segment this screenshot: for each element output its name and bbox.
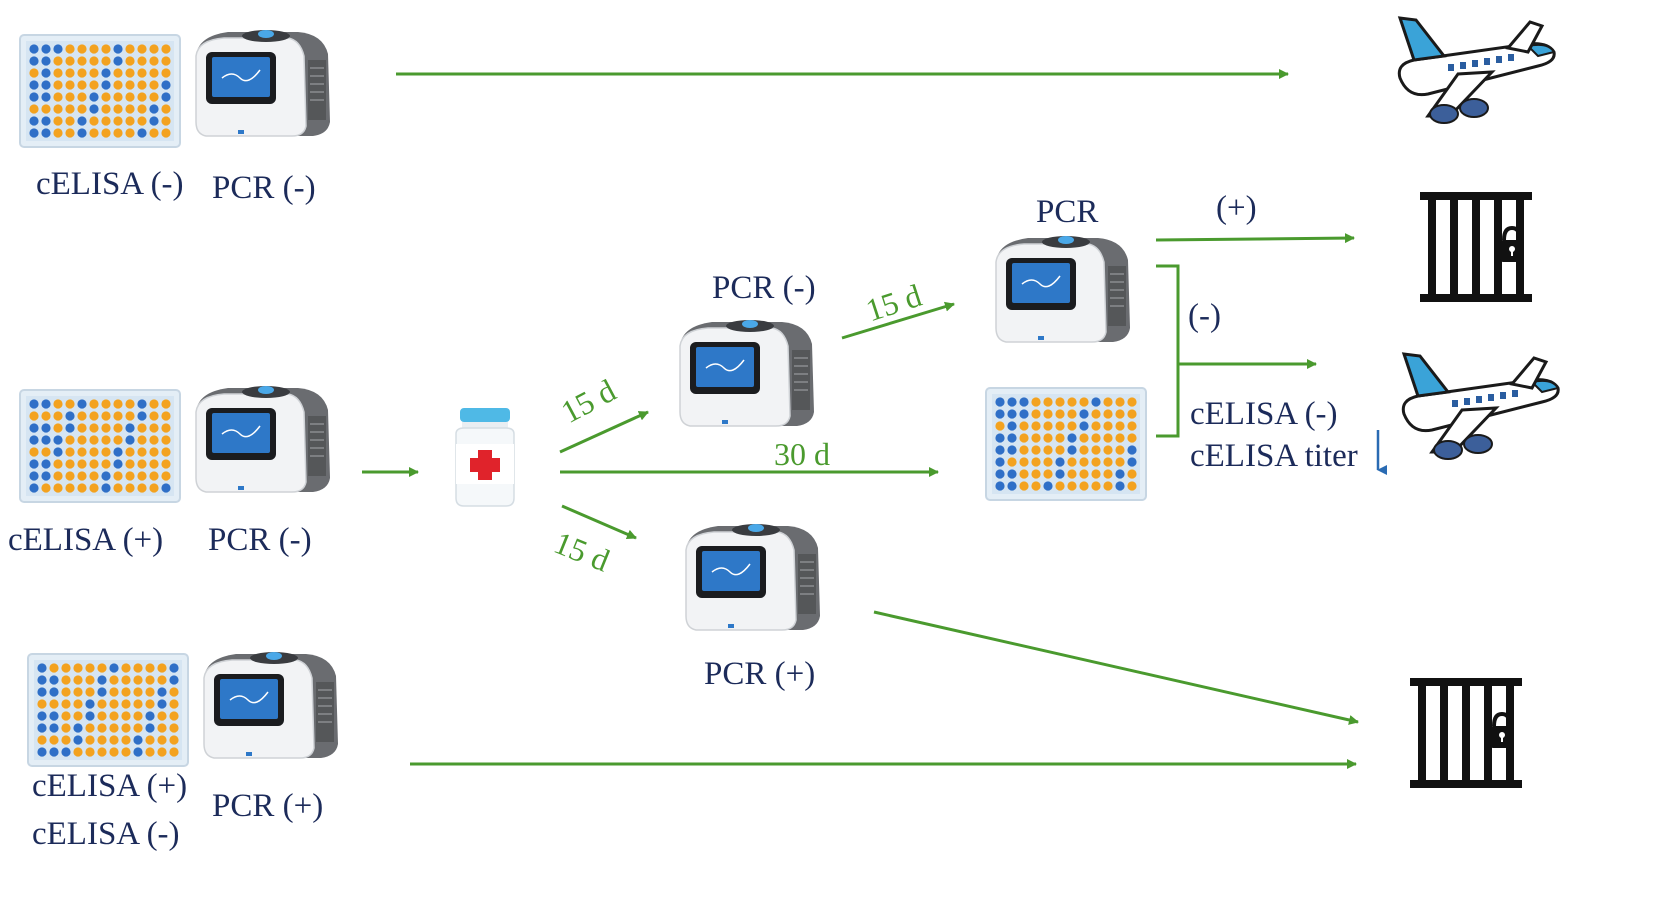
medicine-bottle-icon [455,408,515,507]
result-positive-label: (+) [1216,190,1257,226]
mid-pcr-pos-label: PCR (+) [704,656,816,692]
pcr-machine-icon [195,385,331,493]
row1-celisa-label: cELISA (-) [36,166,184,202]
row2-celisa-label: cELISA (+) [8,522,164,558]
pcr-machine-icon [203,651,339,759]
pcr-machine-icon [995,235,1131,343]
flow-arrow [1155,233,1355,244]
bracket-connector [1156,264,1180,438]
mid-pcr-neg-label: PCR (-) [712,270,816,306]
pcr-machine-icon [685,523,821,631]
pcr-machine-icon [195,29,331,137]
row2-pcr-label: PCR (-) [208,522,312,558]
jail-bars-icon [1410,678,1522,788]
padlock-icon [1490,711,1514,748]
result-negative-label: (-) [1188,298,1221,334]
airplane-icon [1401,352,1560,461]
flow-arrow [841,301,955,340]
padlock-icon [1500,225,1524,262]
jail-bars-icon [1420,192,1532,302]
pcr-machine-icon [679,319,815,427]
flow-arrow [561,504,637,540]
airplane-icon [1397,16,1556,125]
right-pcr-label: PCR [1036,194,1099,230]
elisa-plate-icon [27,653,189,767]
elisa-plate-icon [19,34,181,148]
duration-30d: 30 d [774,436,830,472]
elisa-plate-icon [985,387,1147,501]
elisa-plate-icon [19,389,181,503]
row1-pcr-label: PCR (-) [212,170,316,206]
row3-pcr-label: PCR (+) [212,788,324,824]
row3-celisa-pos-label: cELISA (+) [32,768,188,804]
flow-arrow [559,410,649,454]
row3-celisa-neg-label: cELISA (-) [32,816,180,852]
celisa-titer-label: cELISA titer [1190,438,1358,474]
celisa-negative-result-label: cELISA (-) [1190,396,1338,432]
flow-arrow [873,610,1359,725]
